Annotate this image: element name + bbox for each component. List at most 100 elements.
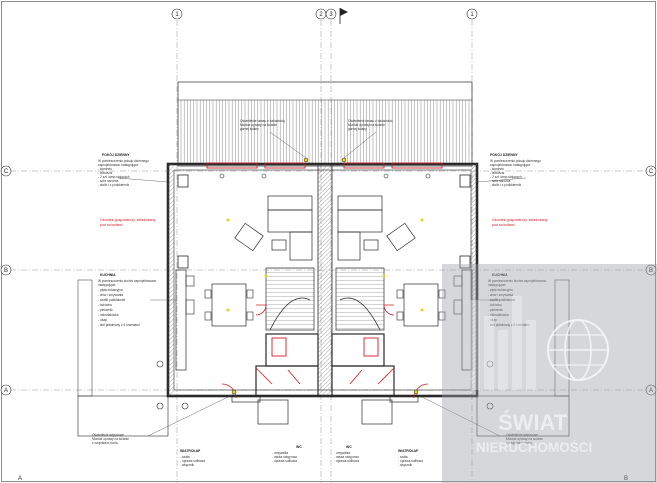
row-bubble [645,384,657,396]
bottom-note-right: Montaż oprawy na ścianie [506,437,543,441]
column-bubble [466,8,478,20]
wc-right-line: - umywalka [334,451,350,455]
bottom-note-left: z czujnikiem ruchu [92,441,118,445]
kuchnia-left-title: KUCHNIA [100,273,116,277]
pokoj-right-title: POKÓJ DZIENNY [490,152,518,157]
row-bubble [645,264,657,276]
kuchnia-left-line: - okap [98,318,107,322]
wc-left-line: - miska ustępowa [272,455,297,459]
pokoj-right-lines: W pomieszczeniu pokoju dziennego zaproje… [490,159,541,187]
kuchnia-left-line: - płyta indukcyjna [98,288,123,292]
column-label: 1 [470,12,474,18]
column-label: 3 [329,12,333,18]
watermark-line2: NIERUCHOMOŚCI [476,440,592,455]
pokoj-right-line: - 2 szt. lamp stojących [490,175,522,179]
top-note-right: Montaż oprawy na ścianie [348,123,385,127]
row-label: B [649,268,653,274]
wc-left-title: WC [296,445,302,449]
kuchnia-left-lines: W pomieszczeniu kuchni zaprojektowano na… [98,279,157,327]
kuchnia-right-line: - mikrofalówka [488,313,509,317]
top-note-left: Oświetlenie tarasu z balustradą [240,119,285,123]
kuchnia-left-line: W pomieszczeniu kuchni zaprojektowano [98,279,157,283]
wc-right-line: - oprawa sufitowa [334,459,359,463]
kuchnia-left-line: - szafki podblatowe [98,298,126,302]
kuchnia-right-line: - okap [488,318,497,322]
row-label: C [4,169,9,175]
wc-right-title: WC [346,445,352,449]
pokoj-left-line: - sofa narożna [98,179,119,183]
row-bubble [0,165,12,177]
pokoj-left-title: POKÓJ DZIENNY [102,152,130,157]
pokoj-left-line: - kominek [98,167,112,171]
pokoj-right-line: - stolik i z podokiennik [490,183,522,187]
kuchnia-right-line: następujące: [488,283,506,287]
wc-right-line: - miska ustępowa [334,455,359,459]
kuchnia-right-title: KUCHNIA [492,273,508,277]
row-bubble [0,264,12,276]
top-note-left: Montaż oprawy na ścianie [240,123,277,127]
bottom-note-right: z czujnikiem ruchu [506,441,532,445]
kuchnia-right-line: - płyta indukcyjna [488,288,513,292]
kuchnia-right-line: W pomieszczeniu kuchni zaprojektowano [488,279,547,283]
column-bubble [325,8,337,20]
pokoj-right-line: - kominek [490,167,504,171]
row-bubble [645,165,657,177]
leader-lines [117,131,527,437]
globe-logo-icon [547,319,609,381]
bottom-note-right: Oświetlenie wejściowe [506,433,538,437]
pokoj-left-line: - telewizor [98,171,113,175]
kuchnia-left-line: - zlew i zmywarka [98,293,123,297]
wiatrolap-right-line: - szafa [398,455,408,459]
row-label: C [649,169,654,175]
row-bubble [0,384,12,396]
terrace-top [177,81,473,167]
red-note-right: pod schodami [492,223,515,227]
building-outline [166,162,479,398]
bottom-note-left: Oświetlenie wejściowe [92,433,124,437]
kuchnia-right-line: - szafki podblatowe [488,298,516,302]
pokoj-left-lines: W pomieszczeniu pokoju dziennego zaproje… [98,159,149,187]
kuchnia-left-line: - lodówka [98,303,112,307]
row-label: B [4,268,8,274]
section-left-label: A [18,476,22,482]
column-label: 2 [319,12,323,18]
pokoj-right-line: - telewizor [490,171,505,175]
kuchnia-left-line: - mikrofalówka [98,313,119,317]
watermark: ŚWIAT NIERUCHOMOŚCI [442,264,657,483]
right-unit [331,157,494,410]
wiatrolap-left-line: - oprawa sufitowa [180,459,205,463]
kuchnia-left-line: - piekarnik [98,308,113,312]
pokoj-right-line: W pomieszczeniu pokoju dziennego [490,159,541,163]
wc-left-line: - oprawa sufitowa [272,459,297,463]
red-note-left: Ośrodek gospodarczy, składowany [100,218,156,222]
pokoj-left-line: W pomieszczeniu pokoju dziennego [98,159,149,163]
annotations: POKÓJ DZIENNY W pomieszczeniu pokoju dzi… [92,119,548,467]
wiatrolap-left-line: - włącznik [180,463,194,467]
top-note-left: górnej ściany [240,127,259,131]
bottom-note-left: Montaż oprawy na ścianie [92,437,129,441]
pokoj-left-line: - 2 szt. lamp stojących [98,175,130,179]
top-note-right: górnej ściany [348,127,367,131]
wiatrolap-left-line: - szafa [180,455,190,459]
kuchnia-left-line: - stół jadalniany z 6 krzesłami [98,323,140,327]
pokoj-right-line: zaprojektowano następujące [490,163,531,167]
watermark-line1: ŚWIAT [498,410,568,435]
kuchnia-right-line: - lodówka [488,303,502,307]
kuchnia-right-line: - zlew i zmywarka [488,293,513,297]
wiatrolap-left-title: WIATROŁAP [180,449,201,453]
kuchnia-right-line: - stół jadalniany z 6 krzesłami [488,323,530,327]
wing-walls [77,279,570,437]
red-note-right: Ośrodek gospodarczy, składowany [492,218,548,222]
wc-left-line: - umywalka [272,451,288,455]
pokoj-left-line: - stolik i z podokiennik [98,183,130,187]
column-label: 1 [175,12,179,18]
red-note-left: pod schodami [100,223,123,227]
left-unit [156,157,319,410]
column-bubble [171,8,183,20]
kuchnia-left-line: następujące: [98,283,116,287]
kuchnia-right-line: - piekarnik [488,308,503,312]
